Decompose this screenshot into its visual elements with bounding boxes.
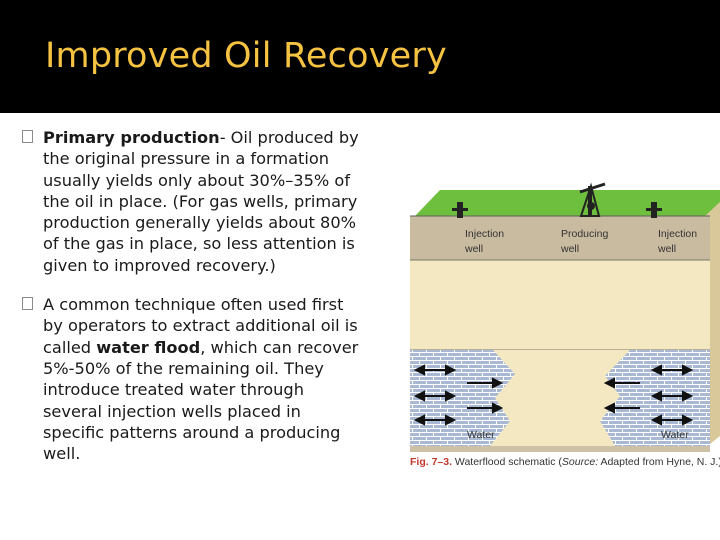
ground-surface <box>415 190 720 216</box>
label-producing-2: well <box>560 243 579 255</box>
upper-stratum <box>410 216 710 260</box>
title-bar: Improved Oil Recovery <box>0 0 720 113</box>
lower-band <box>410 446 710 452</box>
injection-well-left <box>452 202 468 218</box>
pump-jack <box>579 182 606 217</box>
bullet-text-post: , which can recover 5%-50% of the remain… <box>43 337 359 464</box>
slide-title: Improved Oil Recovery <box>45 36 447 76</box>
caption-source-label: Source: <box>562 456 598 468</box>
bullet-primary-production: Primary production- Oil produced by the … <box>22 127 364 276</box>
label-injection-left-2: well <box>464 243 483 255</box>
bullet-list: Primary production- Oil produced by the … <box>22 127 364 482</box>
bullet-box-icon <box>22 130 33 143</box>
label-water-left: Water <box>467 429 495 441</box>
caption-main: Waterflood schematic ( <box>452 456 562 468</box>
oil-bank <box>490 350 630 446</box>
label-injection-left-1: Injection <box>465 228 504 240</box>
label-water-right: Water <box>661 429 689 441</box>
figure-caption: Fig. 7–3. Waterflood schematic (Source: … <box>410 456 720 468</box>
caption-source: Adapted from Hyne, N. J.) <box>598 456 720 468</box>
bullet-box-icon <box>22 297 33 311</box>
bullet-text-pre: A common technique often used first by o… <box>43 295 358 357</box>
waterflood-schematic-figure: Injection well Producing well Injection … <box>410 182 720 468</box>
bullet-emphasis: water flood <box>96 337 201 357</box>
bullet-lead: Primary production <box>43 128 220 147</box>
injection-well-right <box>646 202 662 218</box>
label-producing-1: Producing <box>561 228 608 240</box>
bullet-text: - Oil produced by the original pressure … <box>43 128 359 275</box>
caption-fig-number: Fig. 7–3. <box>410 456 452 468</box>
bullet-water-flood: A common technique often used first by o… <box>22 294 364 464</box>
label-injection-right-2: well <box>657 243 676 255</box>
label-injection-right-1: Injection <box>658 228 697 240</box>
reservoir-zone <box>410 260 710 350</box>
flow-arrows <box>413 364 694 426</box>
